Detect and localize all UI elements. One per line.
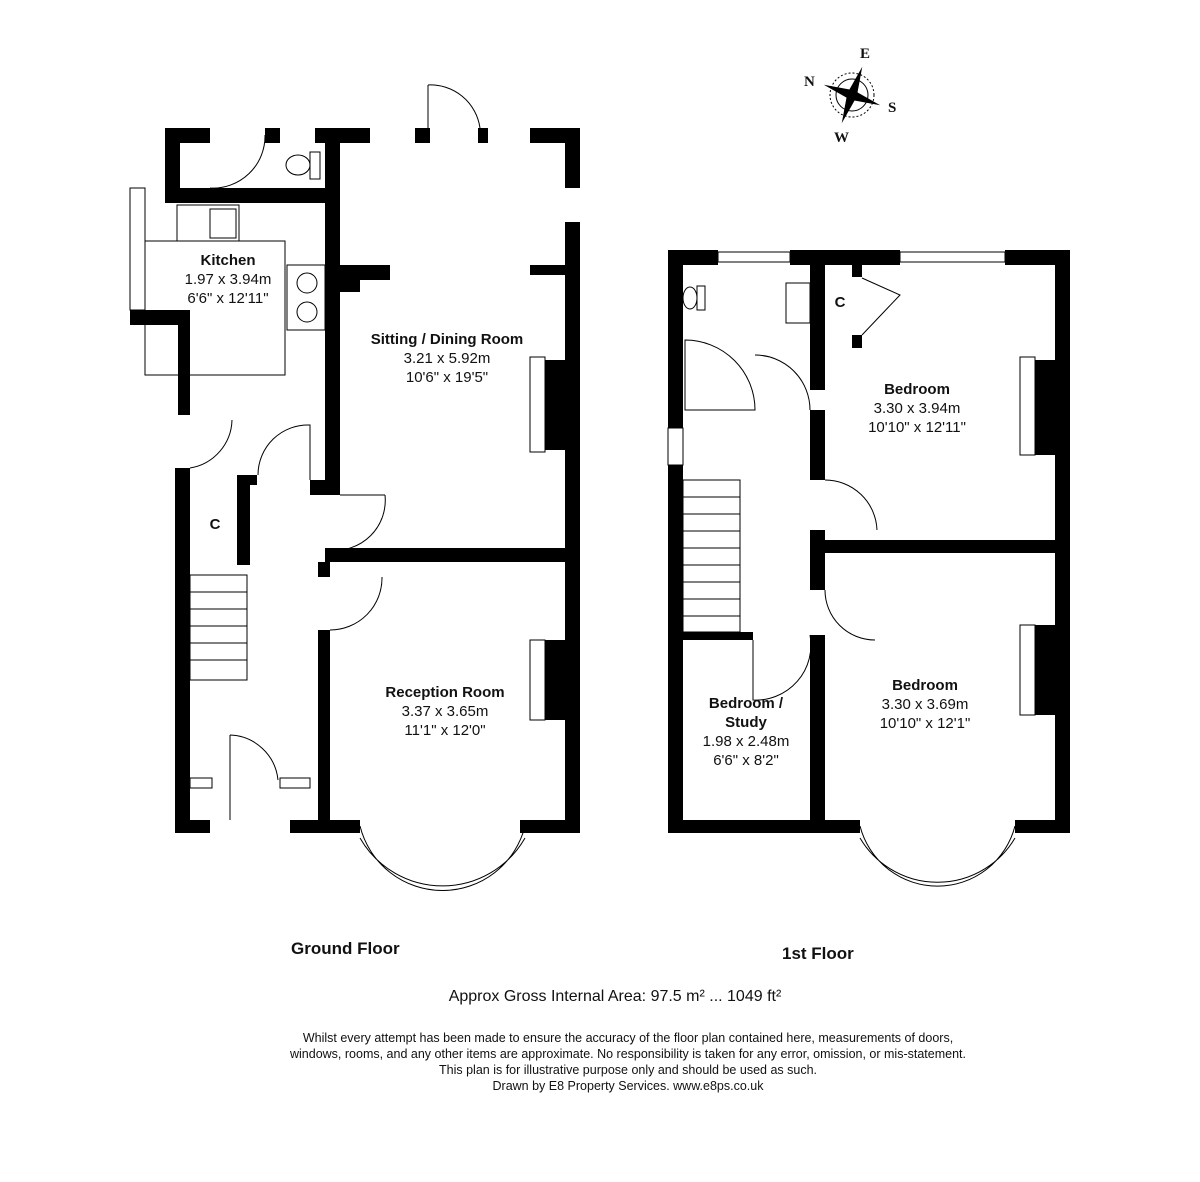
compass-icon	[823, 66, 881, 124]
compass-north: N	[804, 74, 815, 90]
disclaimer-line: windows, rooms, and any other items are …	[290, 1047, 966, 1061]
first-floor-walls	[668, 250, 1070, 833]
disclaimer-line: This plan is for illustrative purpose on…	[439, 1063, 817, 1077]
ground-floor-fixtures	[129, 84, 546, 892]
gross-area: Approx Gross Internal Area: 97.5 m² ... …	[448, 988, 782, 1005]
compass-south: S	[888, 100, 897, 116]
disclaimer-line: Whilst every attempt has been made to en…	[302, 1031, 954, 1045]
compass-west: W	[834, 130, 849, 146]
cupboard-label: C	[209, 516, 221, 533]
cupboard-label-first: C	[834, 294, 846, 311]
compass-east: E	[860, 46, 871, 62]
first-floor-fixtures	[667, 251, 1036, 887]
ground-floor-walls	[130, 128, 580, 833]
first-floor-title: 1st Floor	[782, 944, 854, 963]
disclaimer: Whilst every attempt has been made to en…	[0, 1030, 1200, 1094]
ground-floor-title: Ground Floor	[291, 939, 400, 958]
credit-line: Drawn by E8 Property Services. www.e8ps.…	[492, 1079, 764, 1093]
